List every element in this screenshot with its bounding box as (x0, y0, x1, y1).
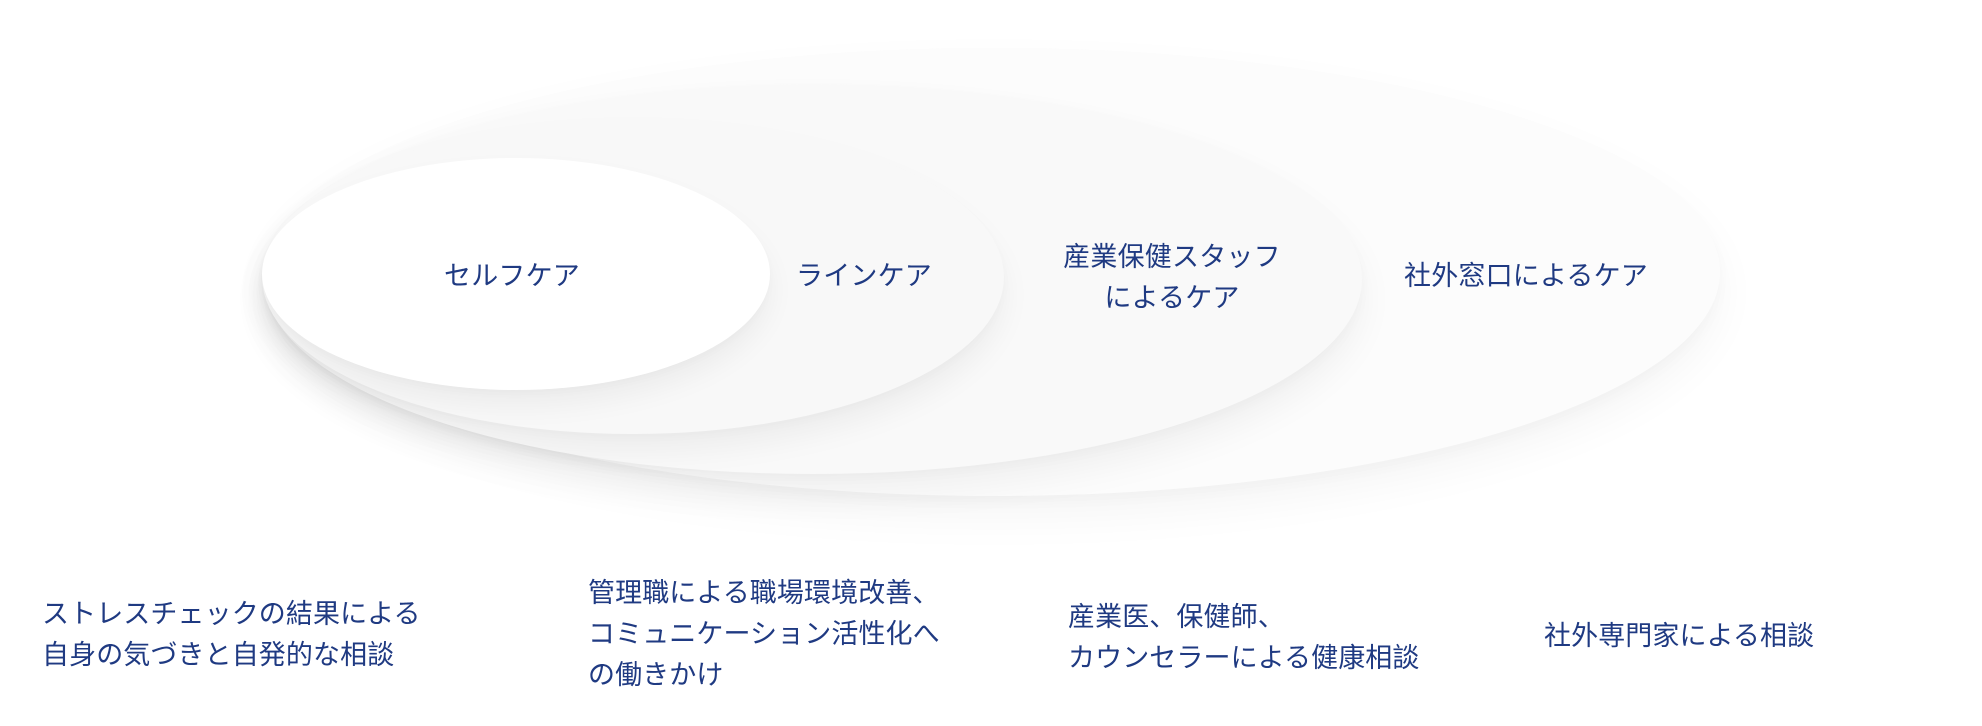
occupational-health-care-description: 産業医、保健師、 カウンセラーによる健康相談 (1068, 597, 1420, 679)
occupational-health-care-description-line: 産業医、保健師、 (1068, 602, 1285, 633)
external-care-description-line: 社外専門家による相談 (1544, 621, 1815, 652)
line-care-description-line: の働きかけ (588, 660, 724, 691)
occupational-health-care-description-line: カウンセラーによる健康相談 (1068, 643, 1420, 674)
self-care-description-line: ストレスチェックの結果による (42, 599, 421, 630)
occupational-health-care-label: 産業保健スタッフ によるケア (1063, 237, 1281, 319)
external-care-description: 社外専門家による相談 (1544, 616, 1814, 657)
self-care-description: ストレスチェックの結果による 自身の気づきと自発的な相談 (42, 594, 421, 676)
self-care-label-line: セルフケア (444, 261, 580, 292)
external-care-label-line: 社外窓口によるケア (1404, 261, 1648, 292)
line-care-description-line: 管理職による職場環境改善、 (588, 578, 940, 609)
line-care-label-line: ラインケア (796, 261, 932, 292)
occupational-health-care-label-line: によるケア (1104, 283, 1240, 314)
line-care-label: ラインケア (796, 256, 932, 297)
self-care-ellipse (262, 158, 770, 390)
self-care-description-line: 自身の気づきと自発的な相談 (42, 640, 395, 671)
external-care-label: 社外窓口によるケア (1404, 256, 1648, 297)
self-care-label: セルフケア (444, 256, 580, 297)
line-care-description: 管理職による職場環境改善、 コミュニケーション活性化へ の働きかけ (588, 573, 940, 696)
line-care-description-line: コミュニケーション活性化へ (588, 619, 940, 650)
occupational-health-care-label-line: 産業保健スタッフ (1063, 242, 1281, 273)
